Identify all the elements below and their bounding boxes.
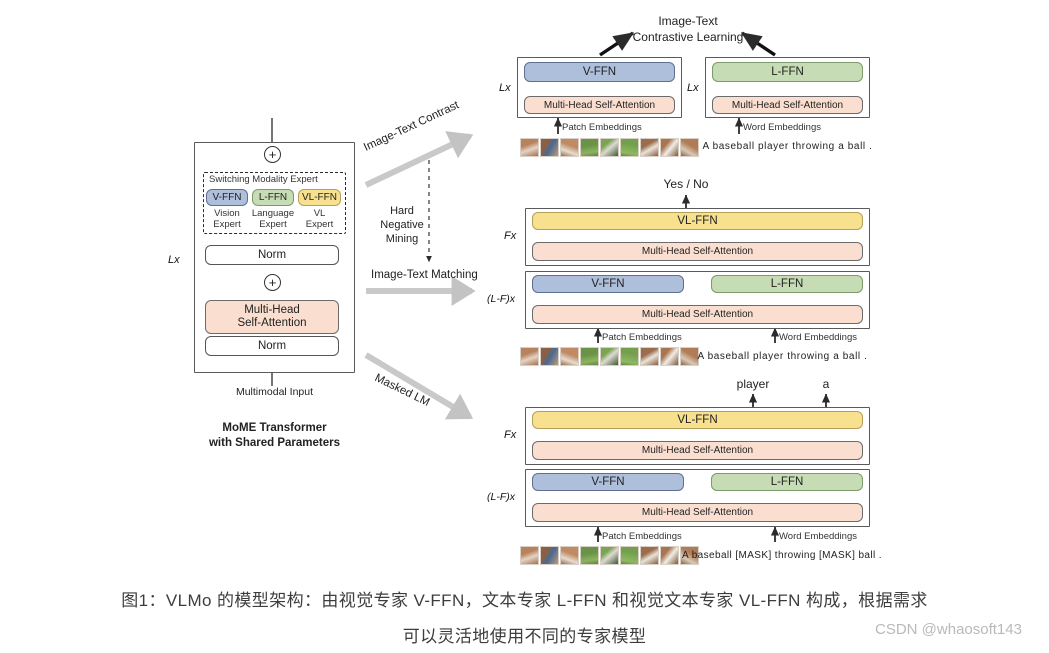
image-patch: [660, 546, 679, 565]
masked-lm-input-sentence: A baseball [MASK] throwing [MASK] ball .: [682, 550, 882, 561]
image-patch: [540, 138, 559, 157]
image-patch: [600, 138, 619, 157]
figure-caption-line1: 图1：VLMo 的模型架构：由视觉专家 V-FFN，文本专家 L-FFN 和视觉…: [121, 591, 928, 610]
csdn-watermark: CSDN @whaosoft143: [875, 621, 1022, 638]
contrastive-vision-attention: Multi-Head Self-Attention: [524, 96, 675, 114]
residual-add-top: +: [264, 146, 281, 163]
masked-lm-dual-stack-label: (L-F)x: [487, 491, 515, 503]
contrastive-title-line2: Contrastive Learning: [632, 30, 744, 44]
image-patch: [620, 546, 639, 565]
vl-expert-sub-line2: Expert: [305, 219, 334, 230]
left-block-stack-label: Lx: [168, 254, 180, 266]
contrastive-image-patch-strip: [520, 138, 699, 157]
image-patch: [560, 347, 579, 366]
masked-lm-vl-ffn[interactable]: VL-FFN: [532, 411, 863, 429]
masked-lm-l-ffn[interactable]: L-FFN: [711, 473, 863, 491]
matching-patch-embeddings-label: Patch Embeddings: [602, 332, 682, 343]
contrastive-input-sentence: A baseball player throwing a ball .: [702, 141, 873, 152]
image-patch: [600, 347, 619, 366]
image-patch: [660, 138, 679, 157]
matching-output-label: Yes / No: [663, 177, 709, 191]
figure-caption-line2: 可以灵活地使用不同的专家模型: [402, 627, 647, 646]
left-norm-upper: Norm: [205, 245, 339, 265]
left-attention-line2: Self-Attention: [237, 317, 307, 329]
matching-dual-stack-label: (L-F)x: [487, 293, 515, 305]
image-patch: [600, 546, 619, 565]
image-patch: [680, 138, 699, 157]
image-patch: [580, 546, 599, 565]
contrastive-v-ffn[interactable]: V-FFN: [524, 62, 675, 82]
image-patch: [620, 347, 639, 366]
image-patch: [560, 546, 579, 565]
mome-title-line2: with Shared Parameters: [208, 437, 341, 449]
image-patch: [620, 138, 639, 157]
vision-expert-sub-line1: Vision: [214, 208, 240, 219]
image-patch: [680, 347, 699, 366]
masked-lm-fusion-stack-label: Fx: [504, 429, 517, 441]
hard-negative-line2: Negative: [380, 219, 424, 231]
masked-lm-v-ffn[interactable]: V-FFN: [532, 473, 684, 491]
matching-fusion-stack-label: Fx: [504, 230, 517, 242]
masked-lm-output-2: a: [822, 377, 830, 391]
left-expert-vl-ffn-box[interactable]: VL-FFN: [298, 189, 341, 206]
left-multi-head-self-attention: Multi-Head Self-Attention: [205, 300, 339, 334]
image-patch: [580, 347, 599, 366]
mome-title-line1: MoME Transformer: [222, 422, 327, 434]
hard-negative-line3: Mining: [385, 233, 419, 245]
language-expert-sub-line2: Expert: [259, 219, 287, 230]
contrastive-l-ffn[interactable]: L-FFN: [712, 62, 863, 82]
masked-lm-word-embeddings-label: Word Embeddings: [779, 531, 857, 542]
matching-v-ffn[interactable]: V-FFN: [532, 275, 684, 293]
vision-expert-sub-line2: Expert: [213, 219, 241, 230]
switching-modality-expert-title: Switching Modality Expert: [209, 174, 318, 185]
contrastive-text-attention: Multi-Head Self-Attention: [712, 96, 863, 114]
image-patch: [580, 138, 599, 157]
image-patch: [520, 546, 539, 565]
matching-dual-attention: Multi-Head Self-Attention: [532, 305, 863, 324]
language-expert-sub-line1: Language: [251, 208, 295, 219]
matching-image-patch-strip: [520, 347, 699, 366]
matching-vl-ffn[interactable]: VL-FFN: [532, 212, 863, 230]
multimodal-input-label: Multimodal Input: [235, 386, 314, 398]
vl-expert-sub-line1: VL: [313, 208, 326, 219]
image-patch: [680, 546, 699, 565]
transition-image-text-matching: Image-Text Matching: [371, 269, 478, 281]
matching-fusion-attention: Multi-Head Self-Attention: [532, 242, 863, 261]
contrastive-vision-stack-label: Lx: [499, 82, 511, 94]
contrastive-patch-embeddings-label: Patch Embeddings: [562, 122, 642, 133]
contrastive-title-line1: Image-Text: [658, 14, 718, 28]
image-patch: [640, 347, 659, 366]
transition-masked-lm: Masked LM: [372, 372, 432, 409]
residual-add-bottom: +: [264, 274, 281, 291]
left-norm-lower: Norm: [205, 336, 339, 356]
image-patch: [520, 138, 539, 157]
image-patch: [640, 138, 659, 157]
masked-lm-output-1: player: [736, 377, 770, 391]
image-patch: [660, 347, 679, 366]
left-attention-line1: Multi-Head: [244, 304, 300, 316]
transition-image-text-contrast: Image-Text Contrast: [362, 99, 461, 154]
image-patch: [640, 546, 659, 565]
image-patch: [560, 138, 579, 157]
image-patch: [540, 347, 559, 366]
contrastive-word-embeddings-label: Word Embeddings: [743, 122, 821, 133]
matching-input-sentence: A baseball player throwing a ball .: [697, 351, 868, 362]
masked-lm-image-patch-strip: [520, 546, 699, 565]
image-patch: [540, 546, 559, 565]
left-expert-l-ffn-box[interactable]: L-FFN: [252, 189, 294, 206]
matching-l-ffn[interactable]: L-FFN: [711, 275, 863, 293]
hard-negative-line1: Hard: [390, 205, 414, 217]
masked-lm-fusion-attention: Multi-Head Self-Attention: [532, 441, 863, 460]
masked-lm-patch-embeddings-label: Patch Embeddings: [602, 531, 682, 542]
contrastive-text-stack-label: Lx: [687, 82, 699, 94]
matching-word-embeddings-label: Word Embeddings: [779, 332, 857, 343]
left-expert-v-ffn-box[interactable]: V-FFN: [206, 189, 248, 206]
masked-lm-dual-attention: Multi-Head Self-Attention: [532, 503, 863, 522]
image-patch: [520, 347, 539, 366]
